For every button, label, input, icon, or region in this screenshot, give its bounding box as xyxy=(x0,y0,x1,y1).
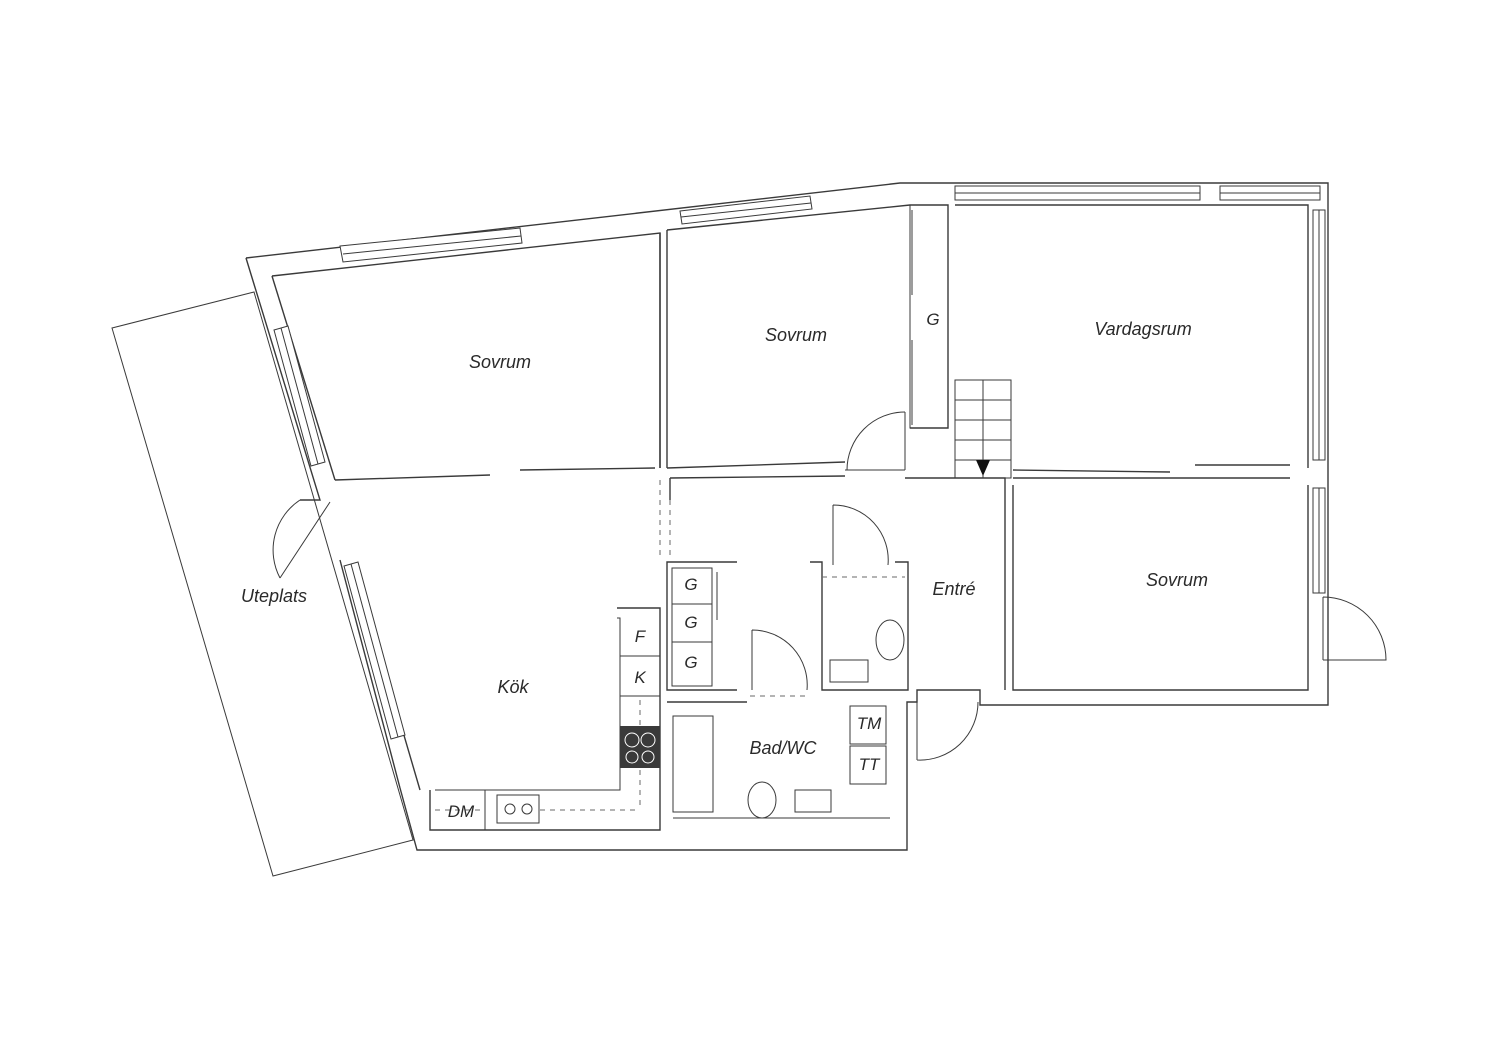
wardrobe-hall xyxy=(909,204,949,429)
door-entry-swing xyxy=(916,701,979,761)
label-sovrum-middle: Sovrum xyxy=(765,325,827,345)
label-sovrum-west: Sovrum xyxy=(469,352,531,372)
wall-bedroom1-south-b xyxy=(334,474,491,481)
windows xyxy=(273,185,1326,740)
label-tvattmaskin: TM xyxy=(857,714,882,733)
door-terrace-swing xyxy=(272,499,331,579)
label-sovrum-east: Sovrum xyxy=(1146,570,1208,590)
small-wc xyxy=(810,561,909,691)
label-torktumlare: TT xyxy=(859,755,881,774)
label-garderob-1: G xyxy=(684,575,697,594)
door-bedroom2-swing xyxy=(845,411,906,471)
label-kok: Kök xyxy=(497,677,529,697)
label-garderob-hall: G xyxy=(926,310,939,329)
wall-bedroom1-south xyxy=(519,467,656,471)
wall-bedroom2-south xyxy=(666,461,846,469)
washbasin-icon xyxy=(794,789,832,813)
label-bad-wc: Bad/WC xyxy=(749,738,817,758)
wall-inner-east xyxy=(955,204,1309,468)
stair-arrow-icon xyxy=(976,460,990,476)
outer-wall-outer xyxy=(245,182,1329,851)
door-balcony-swing xyxy=(1322,596,1387,661)
door-bath-swing xyxy=(751,629,808,691)
west-wall-outer xyxy=(245,257,321,501)
label-diskmaskin: DM xyxy=(448,802,475,821)
label-entre: Entré xyxy=(932,579,975,599)
west-wall-inner xyxy=(271,275,336,481)
door-wc-swing xyxy=(832,504,889,566)
west-wall-lower-outer xyxy=(339,559,401,789)
label-kyl: F xyxy=(635,627,647,646)
wall-hall-north xyxy=(669,475,846,479)
wall-living-south-a xyxy=(1012,469,1171,473)
sink-icon xyxy=(496,794,540,824)
uteplats-terrace xyxy=(111,291,414,877)
label-uteplats: Uteplats xyxy=(241,586,307,606)
label-frys: K xyxy=(634,668,646,687)
staircase xyxy=(954,379,1012,479)
label-vardagsrum: Vardagsrum xyxy=(1094,319,1191,339)
wall-inner-se xyxy=(1012,485,1309,691)
bathroom xyxy=(667,695,890,819)
label-garderob-3: G xyxy=(684,653,697,672)
wardrobes-hall-west xyxy=(666,561,737,691)
toilet-icon xyxy=(747,781,777,819)
label-garderob-2: G xyxy=(684,613,697,632)
outer-wall-inner xyxy=(271,232,661,468)
kitchen-counters xyxy=(429,607,661,831)
hob-icon xyxy=(620,726,660,768)
bathtub xyxy=(672,715,714,813)
wall-inner-mid xyxy=(666,204,949,429)
